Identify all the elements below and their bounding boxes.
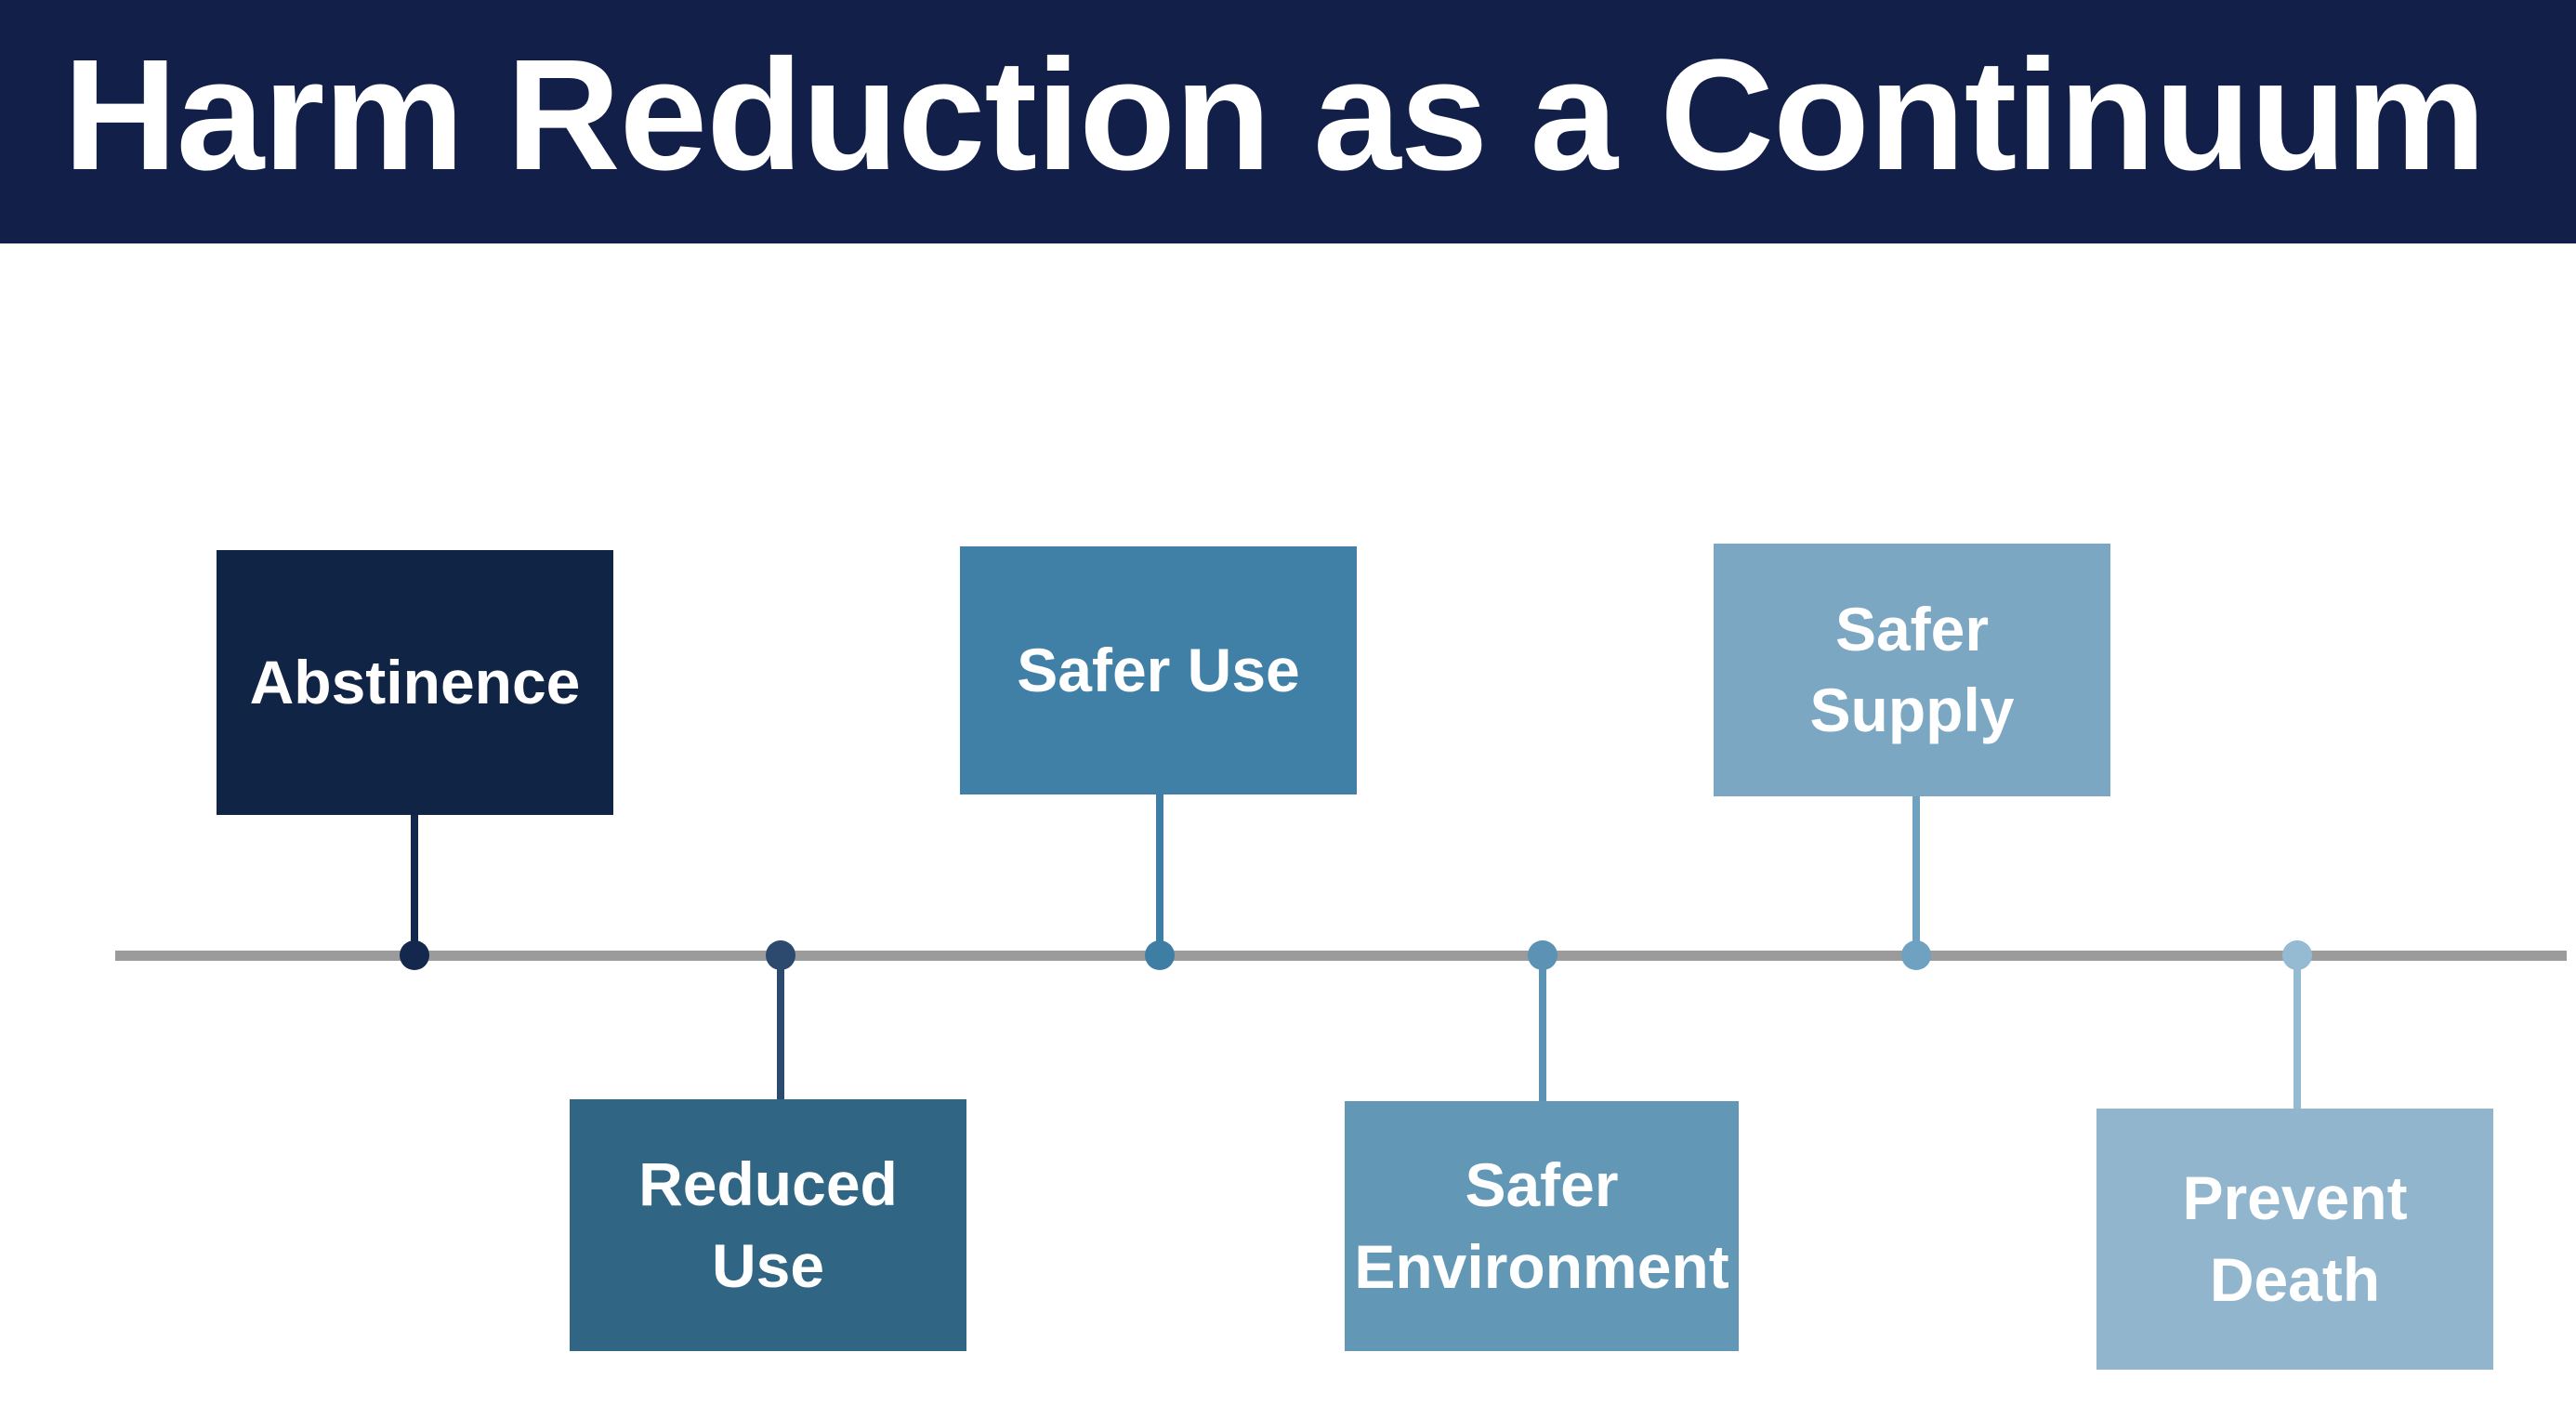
stage-connector-safer-supply	[1912, 794, 1920, 955]
stage-box-safer-supply: Safer Supply	[1714, 544, 2110, 796]
stage-label-abstinence: Abstinence	[249, 647, 581, 716]
stage-connector-safer-use	[1156, 793, 1163, 955]
stage-marker-dot-safer-use	[1145, 940, 1175, 970]
stage-connector-abstinence	[411, 813, 418, 955]
stage-box-safer-use: Safer Use	[960, 546, 1357, 794]
stage-box-reduced-use: Reduced Use	[570, 1099, 966, 1351]
stage-marker-dot-safer-supply	[1901, 940, 1931, 970]
stage-box-abstinence: Abstinence	[217, 550, 613, 815]
stage-label-prevent-death: Prevent Death	[2182, 1163, 2408, 1314]
title-bar: Harm Reduction as a Continuum	[0, 0, 2576, 243]
stage-box-safer-environment: Safer Environment	[1345, 1101, 1739, 1351]
stage-label-safer-supply: Safer Supply	[1809, 594, 2015, 744]
stage-connector-reduced-use	[777, 955, 784, 1101]
slide-title: Harm Reduction as a Continuum	[63, 27, 2486, 204]
stage-label-safer-environment: Safer Environment	[1354, 1150, 1729, 1301]
stage-box-prevent-death: Prevent Death	[2096, 1109, 2493, 1370]
timeline-axis	[115, 951, 2567, 961]
stage-marker-dot-abstinence	[400, 940, 429, 970]
stage-marker-dot-reduced-use	[766, 940, 795, 970]
stage-marker-dot-safer-environment	[1528, 940, 1557, 970]
stage-connector-prevent-death	[2293, 955, 2301, 1110]
stage-label-safer-use: Safer Use	[1017, 635, 1300, 704]
stage-connector-safer-environment	[1539, 955, 1546, 1103]
stage-marker-dot-prevent-death	[2282, 940, 2312, 970]
stage-label-reduced-use: Reduced Use	[638, 1149, 898, 1300]
